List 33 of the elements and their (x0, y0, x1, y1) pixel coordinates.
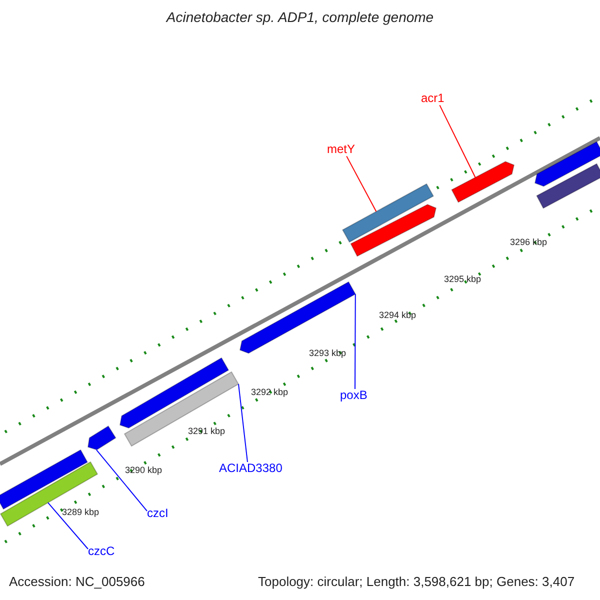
scale-label: 3296 kbp (510, 238, 548, 248)
scale-label: 3295 kbp (444, 275, 482, 285)
leader-line (439, 104, 476, 178)
scale-label: 3289 kbp (62, 508, 100, 518)
leader-line (48, 502, 88, 550)
leader-line (96, 449, 148, 512)
leader-line (346, 156, 377, 212)
gene-feature-bar (87, 425, 116, 450)
gene-feature-bar (350, 204, 437, 257)
genome-summary-text: Topology: circular; Length: 3,598,621 bp; Genes: 3,407 (258, 575, 575, 590)
gene-feature-bar (124, 371, 240, 447)
gene-feature-bar (342, 183, 434, 243)
gene-label: ACIAD3380 (219, 462, 282, 476)
scale-label: 3290 kbp (125, 466, 162, 476)
gene-label: poxB (340, 389, 368, 402)
gene-feature-bar (451, 161, 515, 203)
gene-label: acr1 (421, 92, 444, 106)
gene-label: czcC (88, 545, 115, 558)
gene-label: metY (327, 143, 356, 156)
gene-feature-bar (119, 357, 230, 429)
gene-feature-bar (0, 449, 88, 510)
diagram-title: Acinetobacter sp. ADP1, complete genome (164, 10, 435, 26)
scale-label: 3292 kbp (251, 388, 288, 398)
gene-label: czcI (147, 507, 168, 520)
gene-feature-bar (536, 163, 600, 209)
leader-line (354, 294, 356, 390)
scale-label: 3293 kbp (309, 349, 346, 359)
scale-label: 3291 kbp (188, 427, 226, 437)
leader-line (238, 384, 248, 462)
gene-feature-bar (534, 141, 600, 187)
accession-text: Accession: NC_005966 (9, 575, 145, 590)
gene-feature-bar (0, 461, 98, 527)
scale-label: 3294 kbp (379, 311, 416, 321)
